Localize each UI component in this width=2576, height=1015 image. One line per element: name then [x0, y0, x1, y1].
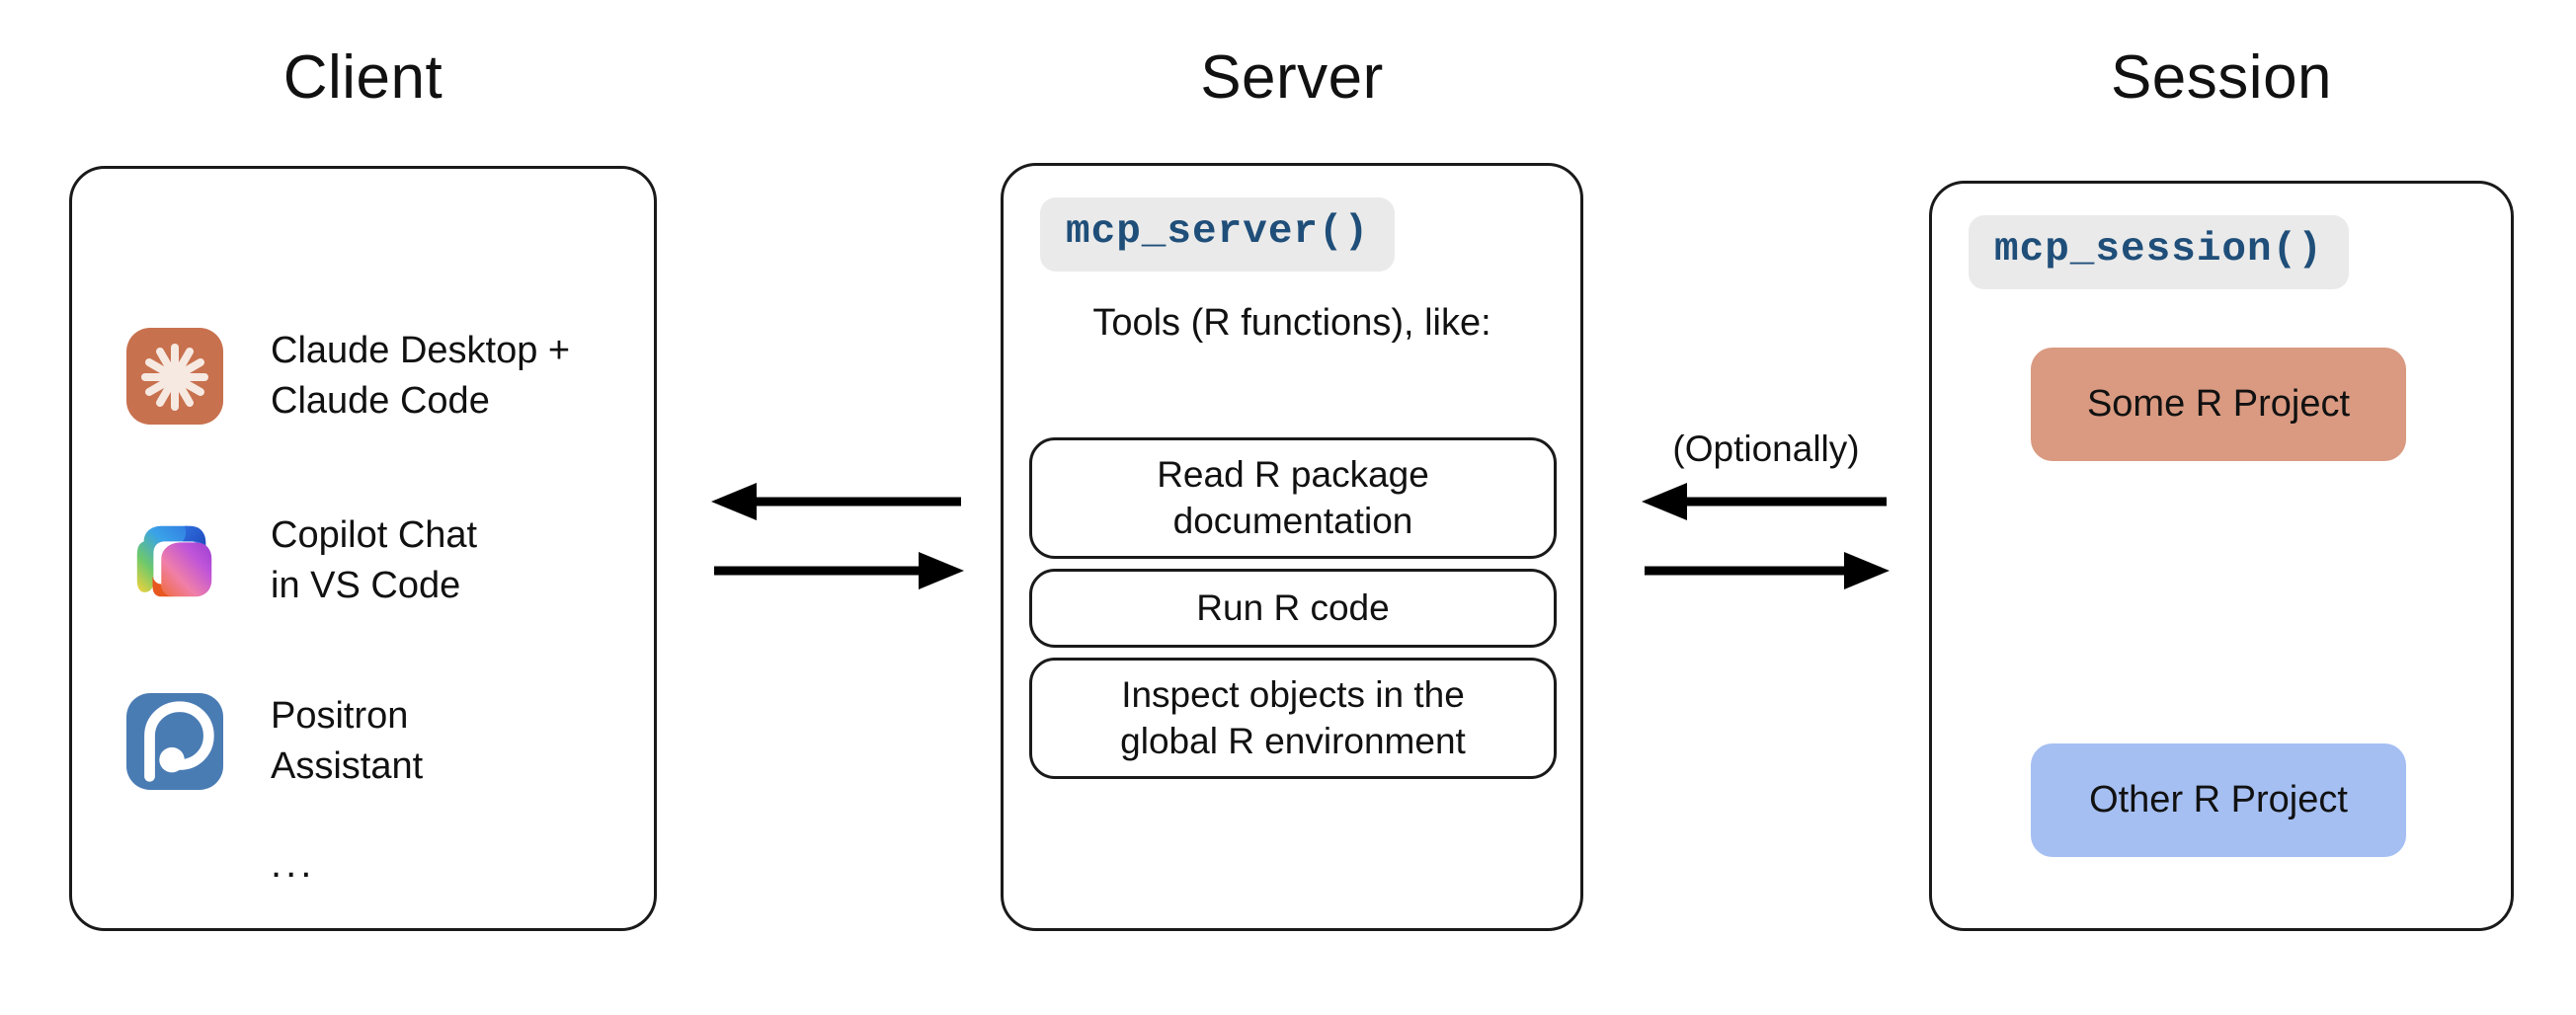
- arrow-left-icon: [711, 483, 961, 520]
- mcp-session-code-badge: mcp_session(): [1969, 215, 2349, 290]
- positron-icon: [126, 693, 223, 791]
- project-box-other-r-project[interactable]: Other R Project: [2031, 743, 2406, 857]
- tool-box[interactable]: Inspect objects in the global R environm…: [1029, 658, 1557, 779]
- client-item-label: Copilot Chat in VS Code: [271, 514, 478, 607]
- copilot-icon: [126, 512, 223, 610]
- tool-box[interactable]: Run R code: [1029, 569, 1557, 648]
- arrow-left-icon: [1642, 483, 1887, 520]
- client-list-ellipsis: ...: [271, 842, 316, 886]
- project-box-some-r-project[interactable]: Some R Project: [2031, 348, 2406, 461]
- mcp-server-code-badge: mcp_server(): [1040, 197, 1396, 273]
- column-title-client: Client: [282, 43, 443, 112]
- connector-client-server: [709, 474, 966, 602]
- column-title-server: Server: [1200, 43, 1384, 112]
- connector-server-session: [1640, 474, 1896, 602]
- client-item-positron: Positron Assistant: [126, 691, 640, 793]
- claude-icon: [126, 328, 223, 426]
- optionally-label: (Optionally): [1672, 429, 1860, 469]
- client-item-label: Claude Desktop + Claude Code: [271, 330, 571, 423]
- client-item-claude: Claude Desktop + Claude Code: [126, 326, 640, 428]
- client-item-label: Positron Assistant: [271, 695, 424, 788]
- arrow-right-icon: [714, 552, 964, 589]
- server-tools-caption: Tools (R functions), like:: [1092, 302, 1491, 344]
- column-title-session: Session: [2110, 43, 2333, 112]
- client-item-copilot: Copilot Chat in VS Code: [126, 510, 640, 612]
- arrow-right-icon: [1645, 552, 1890, 589]
- tool-box[interactable]: Read R package documentation: [1029, 437, 1557, 559]
